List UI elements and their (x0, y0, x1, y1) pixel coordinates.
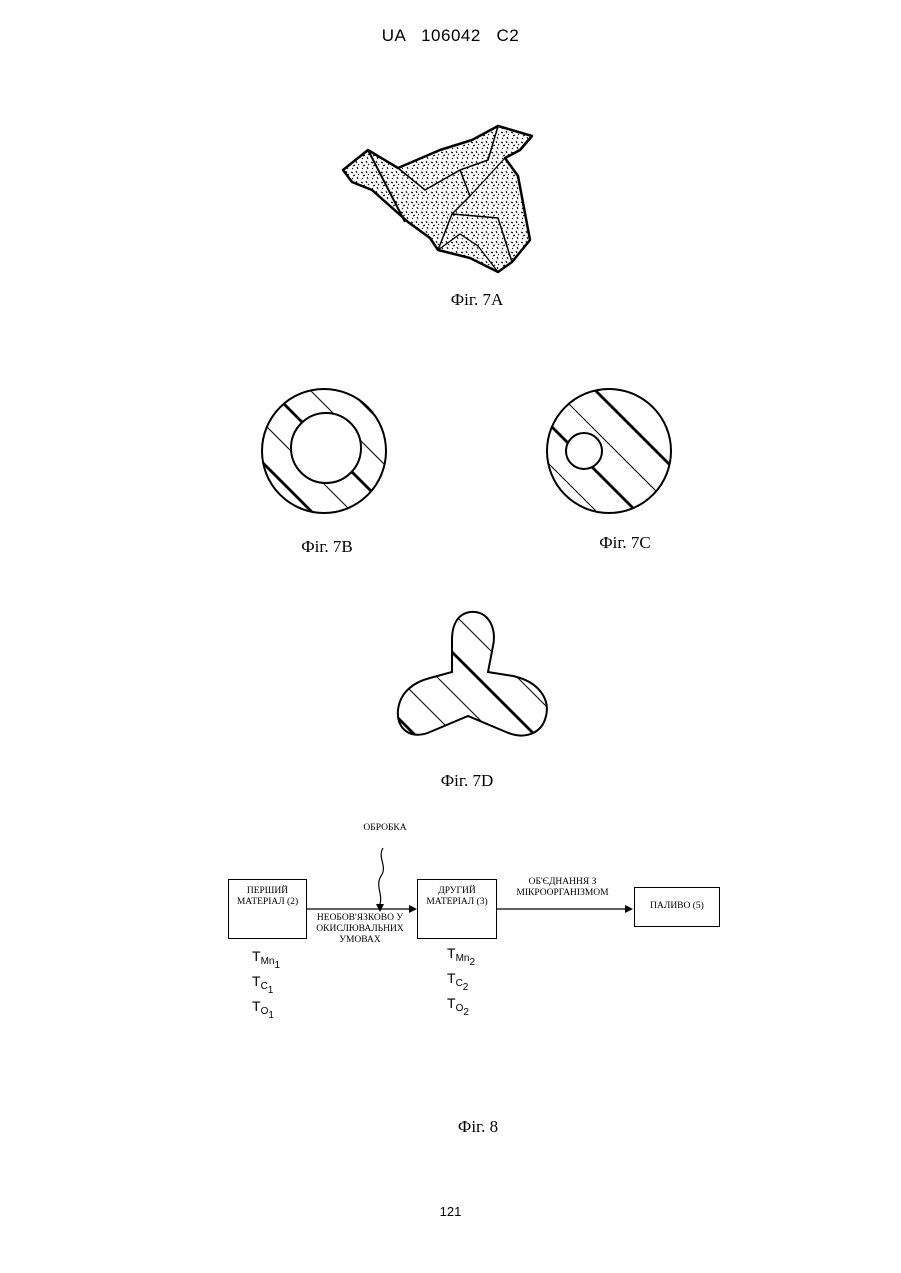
page-number: 121 (0, 1204, 901, 1219)
second-material-variables: TMn2 TC2 TO2 (447, 942, 475, 1017)
arrow1-label-line1: НЕОБОВ'ЯЗКОВО У (305, 913, 415, 924)
fig7b-caption: Фіг. 7В (272, 537, 382, 557)
arrow2-label-line1: ОБ'ЄДНАННЯ З (505, 877, 620, 888)
arrow1-label: НЕОБОВ'ЯЗКОВО У ОКИСЛЮВАЛЬНИХ УМОВАХ (305, 913, 415, 946)
processing-label: ОБРОБКА (340, 823, 430, 834)
fig7a-particle-drawing (343, 126, 532, 272)
second-material-label-line2: МАТЕРІАЛ (3) (418, 897, 496, 908)
first-material-label-line1: ПЕРШИЙ (229, 886, 306, 897)
fig7d-caption: Фіг. 7D (412, 771, 522, 791)
var-t-mn-2: TMn2 (447, 942, 475, 967)
var-t-c-2: TC2 (447, 967, 475, 992)
arrow1-label-line2: ОКИСЛЮВАЛЬНИХ (305, 924, 415, 935)
fuel-box: ПАЛИВО (5) (634, 887, 720, 927)
arrow1-label-line3: УМОВАХ (305, 935, 415, 946)
fig7a-caption: Фіг. 7А (427, 290, 527, 310)
fuel-label: ПАЛИВО (5) (635, 901, 719, 912)
var-t-o-1: TO1 (252, 995, 280, 1020)
arrow2-label-line2: МІКРООРГАНІЗМОМ (505, 888, 620, 899)
arrow2-label: ОБ'ЄДНАННЯ З МІКРООРГАНІЗМОМ (505, 877, 620, 899)
first-material-label-line2: МАТЕРІАЛ (2) (229, 897, 306, 908)
second-material-box: ДРУГИЙ МАТЕРІАЛ (3) (417, 879, 497, 939)
first-material-box: ПЕРШИЙ МАТЕРІАЛ (2) (228, 879, 307, 939)
var-t-o-2: TO2 (447, 992, 475, 1017)
second-material-label-line1: ДРУГИЙ (418, 886, 496, 897)
fig8-caption: Фіг. 8 (428, 1117, 528, 1137)
fig7c-caption: Фіг. 7С (570, 533, 680, 553)
var-t-mn-1: TMn1 (252, 945, 280, 970)
var-t-c-1: TC1 (252, 970, 280, 995)
first-material-variables: TMn1 TC1 TO1 (252, 945, 280, 1020)
